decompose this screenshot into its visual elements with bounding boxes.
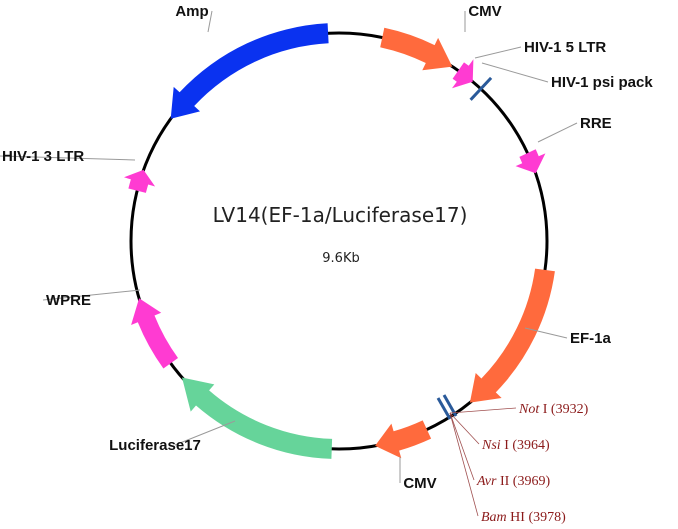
feature-ef1a-leader: [524, 327, 568, 339]
site-suffix: I: [501, 438, 510, 453]
feature-wpre-label: WPRE: [46, 292, 91, 309]
plasmid-name: LV14(EF-1a/Luciferase17): [213, 203, 468, 227]
feature-cmv2-arrow: [375, 420, 432, 459]
site-enzyme: Nsi: [481, 438, 501, 453]
feature-ltr5-arrow: [452, 59, 474, 89]
site-leader: [449, 407, 517, 414]
feature-rre-leader: [537, 122, 578, 143]
site-suffix: II: [496, 474, 509, 489]
feature-amp-label: Amp: [175, 3, 208, 20]
site-leader: [449, 412, 475, 481]
feature-psi-marker: [469, 76, 493, 101]
site-suffix: HI: [507, 510, 526, 525]
site-enzyme: Bam: [481, 510, 507, 525]
feature-ltr3-label: HIV-1 3 LTR: [2, 148, 84, 165]
restriction-site-label: Bam HI (3978): [481, 510, 566, 525]
feature-ltr3-arrow: [124, 169, 156, 193]
site-position: (3932): [551, 402, 589, 417]
feature-ltr5-leader: [474, 46, 522, 59]
restriction-site-label: Avr II (3969): [476, 474, 550, 489]
site-enzyme: Not: [518, 402, 540, 417]
site-position: (3978): [528, 510, 566, 525]
feature-luc-label: Luciferase17: [109, 437, 201, 454]
site-enzyme: Avr: [476, 474, 497, 489]
feature-ef1a-label: EF-1a: [570, 330, 612, 347]
feature-cmv2-label: CMV: [403, 475, 436, 492]
feature-amp-arrow: [170, 23, 329, 119]
site-position: (3969): [513, 474, 551, 489]
feature-cmv1-arrow: [380, 27, 453, 71]
feature-luc-arrow: [182, 377, 333, 459]
restriction-site-label: Not I (3932): [518, 402, 589, 417]
site-leader: [449, 412, 480, 445]
site-suffix: I: [539, 402, 548, 417]
feature-amp-leader: [207, 10, 213, 33]
site-position: (3964): [512, 438, 550, 453]
feature-ef1a-arrow: [469, 268, 555, 403]
feature-cmv1-label: CMV: [468, 3, 501, 20]
site-leader: [449, 412, 479, 517]
feature-ltr5-label: HIV-1 5 LTR: [524, 39, 606, 56]
feature-psi-leader: [481, 62, 549, 83]
feature-rre-arrow: [515, 149, 546, 174]
feature-wpre-leader: [42, 289, 141, 301]
feature-ltr3-leader: [0, 155, 136, 161]
feature-luc-leader: [174, 420, 236, 446]
feature-wpre-arrow: [131, 298, 178, 369]
feature-rre-label: RRE: [580, 115, 612, 132]
plasmid-size: 9.6Kb: [322, 251, 359, 266]
plasmid-backbone: [129, 31, 549, 451]
restriction-site-label: Nsi I (3964): [481, 438, 550, 453]
feature-psi-label: HIV-1 psi pack: [551, 74, 653, 91]
